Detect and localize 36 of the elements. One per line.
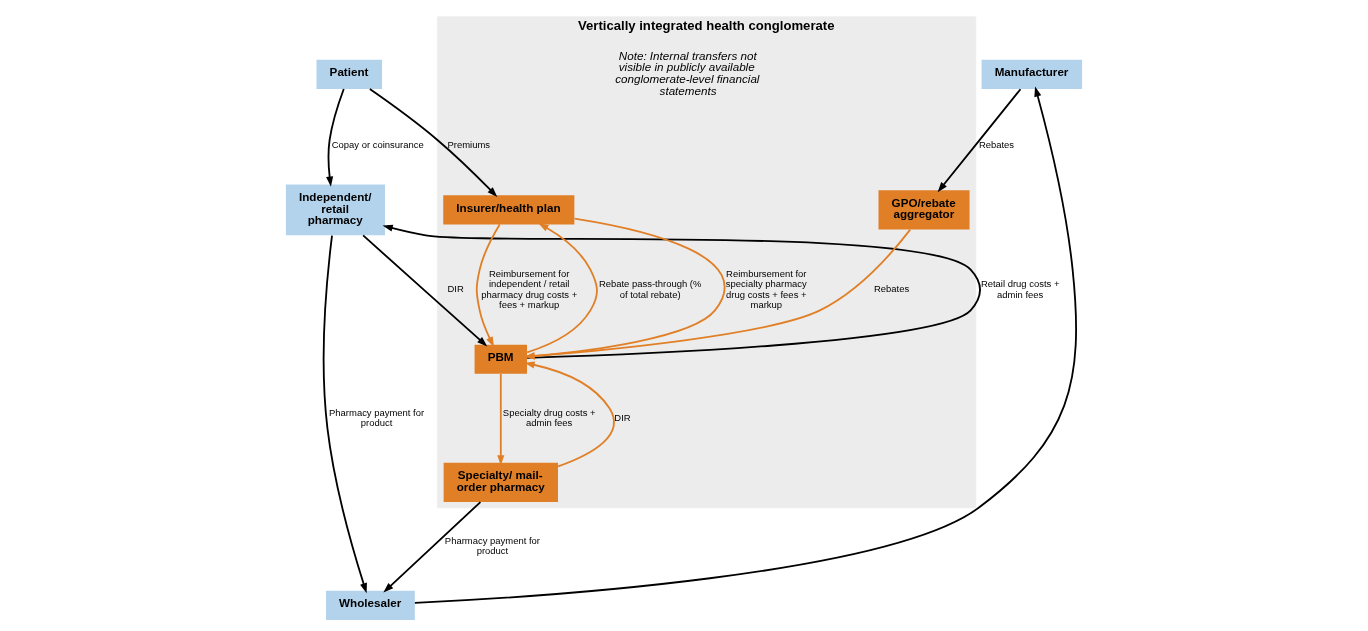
edge-label: Copay or coinsurance xyxy=(331,138,424,150)
edge-label: Retail drug costs + admin fees xyxy=(980,278,1060,300)
edge-label: Pharmacy payment for product xyxy=(444,534,540,556)
arrow xyxy=(524,361,615,468)
arrow xyxy=(326,88,345,187)
arrow xyxy=(413,86,1077,604)
edge-label: Rebates xyxy=(873,283,910,295)
node-box: Insurer/health plan xyxy=(443,195,575,225)
node-box: Patient xyxy=(316,59,383,89)
arrow xyxy=(383,501,482,593)
arrow xyxy=(524,228,912,360)
node-box: PBM xyxy=(474,344,527,374)
arrow xyxy=(475,223,501,347)
label: Note: Internal transfers not visible in publicly available conglomerate-level financial statements xyxy=(615,48,760,97)
edge-label: Specialty drug costs + admin fees xyxy=(502,406,596,428)
node-box: Independent/ retail pharmacy xyxy=(285,184,385,236)
arrow xyxy=(368,88,498,197)
edge-label: DIR xyxy=(447,283,464,295)
arrow xyxy=(322,234,367,594)
node-box: Specialty/ mail-order pharmacy xyxy=(443,462,558,502)
arrow xyxy=(382,224,981,359)
arrow xyxy=(526,223,598,354)
arrow xyxy=(524,217,726,360)
edge-label: Rebate pass-through (% of total rebate) xyxy=(598,278,702,300)
edge-label: Reimbursement for specialty pharmacy drug costs + fees + markup xyxy=(725,268,807,310)
edge-label: Reimbursement for independent / retail pharmacy drug costs + fees + markup xyxy=(481,268,578,310)
arrow xyxy=(362,234,488,347)
edge-label: Pharmacy payment for product xyxy=(329,406,425,428)
edge-label: Premiums xyxy=(447,138,491,150)
arrow xyxy=(937,88,1022,193)
edge-label: DIR xyxy=(614,411,631,423)
edge-label: Rebates xyxy=(978,138,1015,150)
node-box: Wholesaler xyxy=(326,590,415,620)
node-box: GPO/rebate aggregator xyxy=(878,190,970,230)
arrow xyxy=(497,372,505,466)
node-box: Manufacturer xyxy=(981,59,1083,89)
